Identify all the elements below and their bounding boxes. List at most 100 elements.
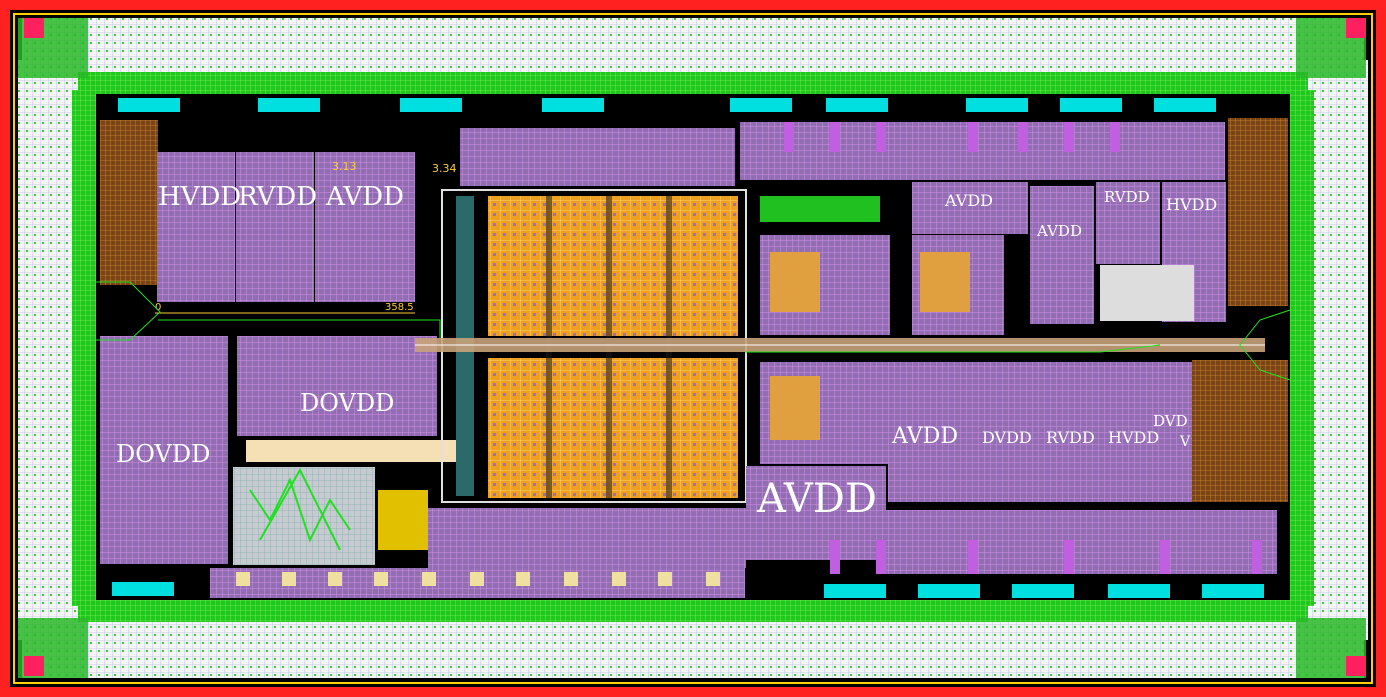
corner-pad-tr: [1346, 18, 1366, 38]
io-pad: [1012, 584, 1074, 598]
pad-ring-top: [22, 18, 1364, 76]
routing-trace: [158, 319, 441, 338]
power-strap: [876, 540, 886, 574]
analog-macro-2: [920, 252, 970, 312]
power-rail-bottom-right: [885, 510, 1277, 574]
io-pad: [1060, 98, 1122, 112]
signal-routing: [96, 281, 1291, 381]
label-avdd-tr1: AVDD: [944, 191, 993, 210]
power-block-br: [888, 362, 1192, 502]
digital-block: [233, 467, 375, 565]
label-hvdd-br: HVDD: [1108, 428, 1159, 447]
cell-pad: [374, 572, 388, 586]
analog-macro-top: [760, 196, 880, 222]
cell-pad: [658, 572, 672, 586]
power-strap: [876, 122, 886, 152]
power-strap: [1064, 122, 1074, 152]
metal-fill-left: [100, 120, 158, 285]
io-pad: [400, 98, 462, 112]
digital-macro: [378, 490, 428, 550]
beige-bus: [246, 440, 456, 462]
metal-fill-right-top: [1228, 118, 1288, 306]
power-strap: [1252, 540, 1262, 574]
cell-pad: [282, 572, 296, 586]
pad-ring-green-top: [78, 72, 1308, 94]
label-hvdd-tr: HVDD: [1166, 195, 1217, 214]
analog-cell-tr: [1100, 265, 1194, 321]
io-pad: [966, 98, 1028, 112]
label-vs-br: V: [1179, 434, 1191, 450]
io-pad: [1202, 584, 1264, 598]
corner-pad-bl: [24, 656, 44, 676]
pad-ring-right: [1308, 60, 1368, 640]
routing-trace: [1239, 309, 1291, 381]
label-rvdd-tl: RVDD: [238, 182, 317, 212]
io-pad: [918, 584, 980, 598]
label-rvdd-tr: RVDD: [1104, 188, 1150, 206]
io-pad: [1154, 98, 1216, 112]
power-block-avdd-tr1: [912, 182, 1028, 234]
io-cyan-pads: [112, 98, 1264, 598]
label-dovdd-left: DOVDD: [116, 440, 210, 468]
marker-text-1: 3.13: [332, 160, 357, 173]
cell-pad: [470, 572, 484, 586]
power-strap: [1110, 122, 1120, 152]
corner-pad-br: [1346, 656, 1366, 676]
power-block-avdd-center: [746, 466, 886, 560]
power-strap: [968, 122, 978, 152]
power-strap: [830, 122, 840, 152]
cell-pad: [516, 572, 530, 586]
cell-pad: [328, 572, 342, 586]
pad-ring-green-right: [1290, 90, 1314, 606]
power-strap: [784, 122, 794, 152]
io-pad: [730, 98, 792, 112]
label-avdd-br: AVDD: [891, 424, 958, 449]
cell-pad: [422, 572, 436, 586]
power-strap: [1160, 540, 1170, 574]
label-avdd-center: AVDD: [756, 476, 877, 522]
power-rail-top: [460, 128, 735, 186]
pad-ring: [18, 18, 1368, 678]
io-pad: [258, 98, 320, 112]
label-dvd-br: DVD: [1153, 412, 1188, 430]
pad-ring-green-bottom: [78, 600, 1308, 622]
ruler-end-text: 358.5: [385, 302, 414, 313]
power-strap: [1064, 540, 1074, 574]
core-array-upper: [488, 196, 738, 336]
power-rail-bottom-left: [428, 508, 746, 568]
io-pad: [118, 98, 180, 112]
digital-routing: [249, 467, 351, 551]
cell-pad: [612, 572, 626, 586]
ruler-origin-text: 0: [155, 302, 161, 313]
label-dovdd-mid: DOVDD: [300, 389, 394, 417]
cell-pad: [706, 572, 720, 586]
power-strap: [1018, 122, 1028, 152]
analog-macro-3: [770, 376, 820, 440]
metal-fill-right-bottom: [1192, 360, 1288, 502]
power-block-dovdd-left-top: [162, 336, 228, 366]
label-dvdd-br: DVDD: [982, 428, 1032, 447]
power-block-avdd-tr2: [1030, 186, 1094, 324]
cell-pad: [236, 572, 250, 586]
io-pad: [542, 98, 604, 112]
power-block-avdd: [315, 152, 415, 302]
power-block-dovdd-mid: [237, 336, 437, 436]
marker-text-2: 3.34: [432, 162, 457, 175]
core-array-lower: [488, 358, 738, 498]
label-avdd-tl: AVDD: [325, 182, 404, 212]
power-rail-top-right: [740, 122, 1225, 180]
routing-trace: [96, 281, 161, 341]
power-block-dovdd-left: [100, 336, 228, 564]
power-straps: [784, 122, 1262, 574]
power-block-hvdd: [157, 152, 235, 302]
power-strap: [830, 540, 840, 574]
bottom-cell-pads: [236, 572, 720, 586]
analog-macro-1: [770, 252, 820, 312]
corner-pad-tl: [24, 18, 44, 38]
io-pad: [826, 98, 888, 112]
label-rvdd-br: RVDD: [1046, 428, 1095, 447]
pad-ring-bottom: [22, 620, 1364, 678]
seal-ring-inner: [13, 13, 1373, 684]
